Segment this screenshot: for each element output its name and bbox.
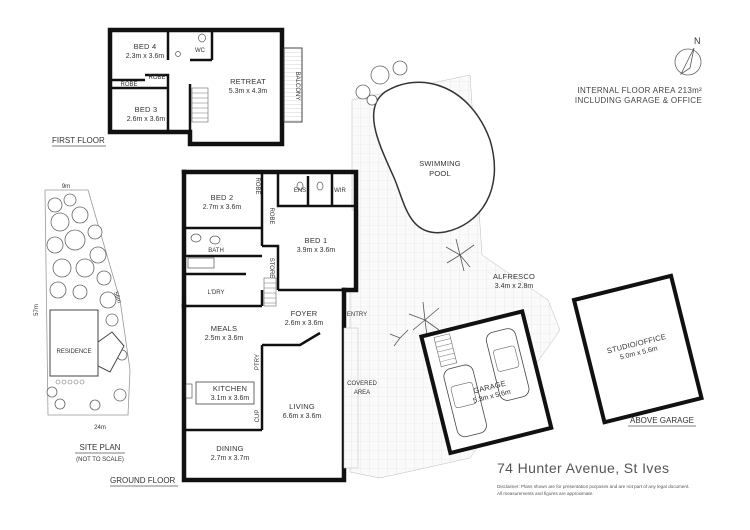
site-plan: RESIDENCE 9m 57m 56m 24m SITE PLAN (NOT …: [34, 184, 131, 463]
gf-dining-dim: 2.7m x 3.7m: [211, 455, 250, 462]
site-plan-subtitle: (NOT TO SCALE): [76, 457, 124, 463]
gf-bath: BATH: [208, 248, 224, 254]
gf-wir: WIR: [334, 188, 346, 194]
gf-meals-name: MEALS: [211, 324, 237, 333]
car-right: [485, 328, 530, 401]
gf-bed1-name: BED 1: [305, 236, 328, 245]
north-arrow-icon: N: [674, 36, 702, 76]
above-garage: STUDIO/OFFICE 5.0m x 5.6m ABOVE GARAGE: [571, 273, 704, 427]
gf-kitchen-dim: 3.1m x 3.6m: [211, 395, 250, 402]
floor-area-line1: INTERNAL FLOOR AREA 213m²: [577, 86, 702, 95]
gf-robe-b: ROBE: [268, 207, 274, 224]
gf-foyer-dim: 2.6m x 3.6m: [285, 320, 324, 327]
gf-foyer-name: FOYER: [291, 309, 318, 318]
site-plan-title: SITE PLAN: [80, 443, 121, 452]
gf-entry: ENTRY: [347, 312, 367, 318]
ff-bed4-name: BED 4: [134, 42, 157, 51]
gf-ptry: PTRY: [255, 354, 261, 370]
shrubs: [355, 60, 408, 106]
car-left: [443, 364, 487, 438]
site-residence-label: RESIDENCE: [56, 349, 91, 355]
ff-bed3-name: BED 3: [135, 105, 158, 114]
garage-footprint: [97, 331, 125, 373]
pool-label-2: POOL: [429, 169, 451, 178]
ff-balcony-label: BALCONY: [294, 72, 300, 101]
residence-footprint: [49, 309, 99, 377]
site-dim-bottom: 24m: [94, 425, 106, 431]
disclaimer-line1: Disclaimer: Plans shown are for presenta…: [497, 484, 690, 489]
gf-living-name: LIVING: [289, 402, 315, 411]
ground-floor-stairs: [263, 277, 277, 307]
gf-robe-a: ROBE: [254, 177, 260, 194]
site-driveway-dots: [55, 379, 85, 385]
swimming-pool: [372, 81, 496, 234]
gf-living-dim: 6.6m x 3.6m: [283, 413, 322, 420]
gf-cup: CUP: [255, 410, 261, 423]
north-label: N: [694, 36, 701, 46]
gf-dining-name: DINING: [216, 444, 243, 453]
first-floor-stairs: [191, 87, 209, 123]
above-garage-title: ABOVE GARAGE: [630, 416, 694, 425]
site-dim-left: 57m: [34, 304, 40, 316]
gf-kitchen-name: KITCHEN: [213, 384, 247, 393]
gf-bed1-dim: 3.9m x 3.6m: [297, 247, 336, 254]
garage: GARAGE 5.3m x 5.6m: [418, 308, 554, 456]
gf-covered-2: AREA: [354, 390, 370, 396]
covered-area: [343, 327, 359, 469]
ff-robe1-label: ROBE: [148, 75, 165, 81]
first-floor-title: FIRST FLOOR: [52, 136, 105, 145]
site-trees: [46, 193, 128, 411]
alfresco-name: ALFRESCO: [493, 272, 535, 281]
gf-meals-dim: 2.5m x 3.6m: [205, 335, 244, 342]
ff-bed4-dim: 2.3m x 3.6m: [126, 53, 165, 60]
site-boundary: [44, 189, 131, 416]
floor-area-line2: INCLUDING GARAGE & OFFICE: [574, 96, 702, 105]
site-dim-top: 9m: [62, 184, 70, 190]
ff-bed3-dim: 2.6m x 3.6m: [127, 116, 166, 123]
gf-covered-1: COVERED: [347, 381, 377, 387]
ff-robe2-label: ROBE: [120, 82, 137, 88]
property-address: 74 Hunter Avenue, St Ives: [497, 460, 670, 476]
gf-store: STORE: [268, 258, 274, 279]
pool-label-1: SWIMMING: [419, 159, 461, 168]
palm-trees: [389, 238, 475, 347]
gf-ens: ENS: [294, 188, 306, 194]
gf-bed2-name: BED 2: [211, 193, 234, 202]
ff-retreat-name: RETREAT: [230, 77, 266, 86]
disclaimer-line2: All measurements and figures are approxi…: [497, 491, 594, 496]
first-floor-plan: BED 4 2.3m x 3.6m BED 3 2.6m x 3.6m RETR…: [52, 27, 303, 147]
gf-ldry: L'DRY: [207, 290, 224, 296]
ground-floor-plan: BED 2 2.7m x 3.6m BED 1 3.9m x 3.6m ROBE…: [110, 169, 378, 487]
ff-wc-label: WC: [195, 48, 206, 54]
alfresco-dim: 3.4m x 2.8m: [495, 283, 534, 290]
gf-bed2-dim: 2.7m x 3.6m: [203, 204, 242, 211]
ground-floor-title: GROUND FLOOR: [110, 476, 176, 485]
site-dim-right: 56m: [112, 291, 122, 304]
balcony: [283, 47, 303, 123]
ff-retreat-dim: 5.3m x 4.3m: [229, 88, 268, 95]
